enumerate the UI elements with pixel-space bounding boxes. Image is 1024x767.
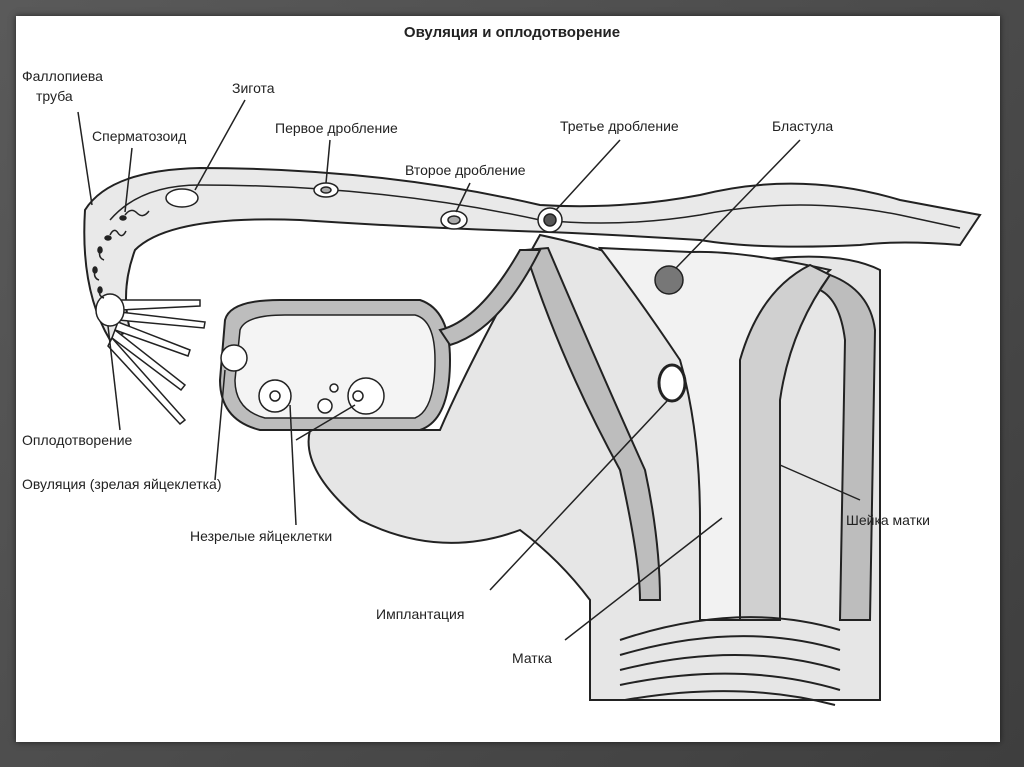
- label-fallopian-tube-2: труба: [36, 88, 73, 104]
- label-implantation: Имплантация: [376, 606, 465, 622]
- leader-lines: [77, 99, 861, 641]
- label-cervix: Шейка матки: [846, 512, 931, 528]
- fertilization-egg: [95, 293, 125, 327]
- sperm-cells: [92, 209, 150, 299]
- vaginal-rugae: [619, 616, 841, 706]
- label-blastula: Бластула: [772, 118, 834, 134]
- ovarian-ligament: [438, 249, 542, 347]
- label-fertilization: Оплодотворение: [22, 432, 133, 448]
- label-uterus: Матка: [512, 650, 552, 666]
- label-second-cleavage: Второе дробление: [405, 162, 526, 178]
- label-fallopian-tube-1: Фаллопиева: [22, 68, 103, 84]
- label-zygote: Зигота: [232, 80, 275, 96]
- fimbriae: [107, 299, 206, 426]
- diagram-title: Овуляция и оплодотворение: [403, 24, 621, 41]
- label-third-cleavage: Третье дробление: [560, 118, 679, 134]
- immature-egg-3: [317, 398, 333, 414]
- label-sperm: Сперматозоид: [92, 128, 187, 144]
- immature-egg-4: [329, 383, 339, 393]
- cells: [95, 182, 687, 415]
- uterine-wall-left: [523, 246, 662, 601]
- zygote-cell: [165, 188, 199, 208]
- label-ovulation: Овуляция (зрелая яйцеклетка): [22, 476, 222, 492]
- implantation-cell: [657, 363, 687, 403]
- label-immature-eggs: Незрелые яйцеклетки: [190, 528, 333, 544]
- immature-egg-2: [347, 377, 385, 415]
- fallopian-tube: [83, 166, 982, 342]
- ovulated-egg: [220, 344, 248, 372]
- cervix-outer-wall: [818, 273, 877, 621]
- blastula-cell: [654, 265, 684, 295]
- label-first-cleavage: Первое дробление: [275, 120, 398, 136]
